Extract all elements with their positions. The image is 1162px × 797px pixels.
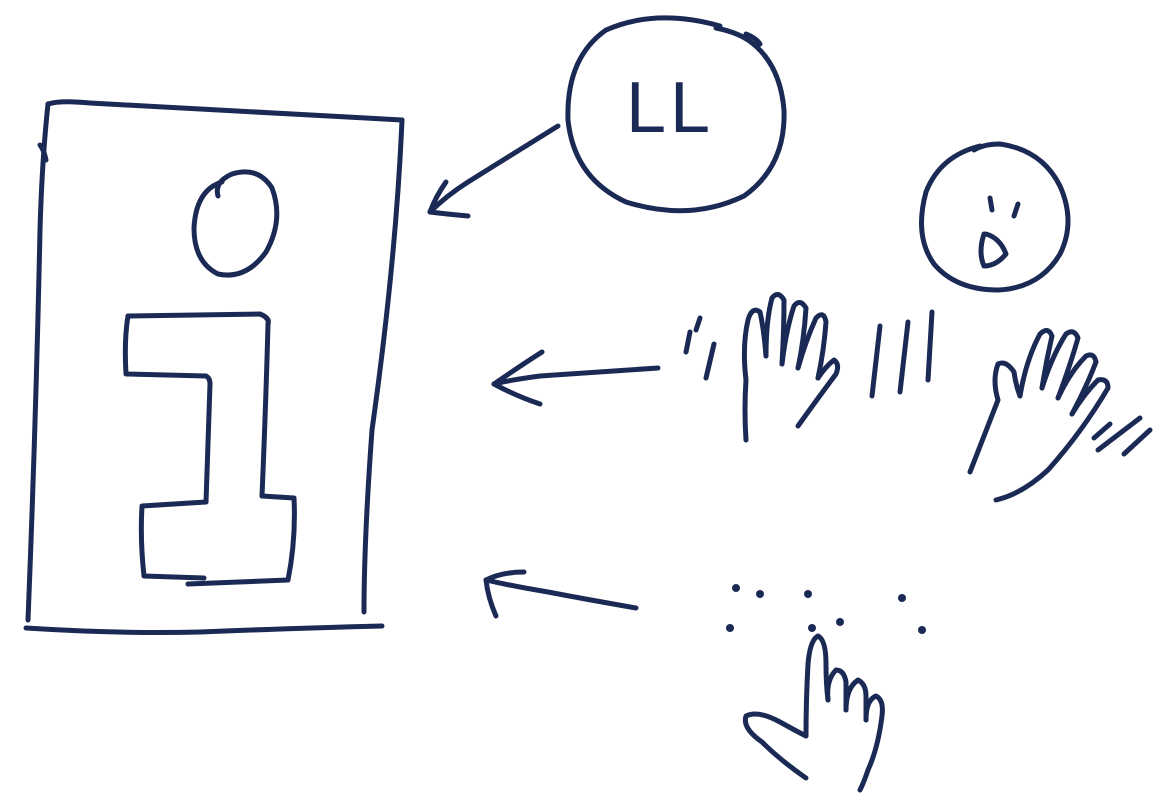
arrow-left-icon xyxy=(486,572,636,616)
arrow-left-icon xyxy=(430,126,558,216)
arrow-left-icon xyxy=(494,352,658,404)
braille-dots-icon xyxy=(726,584,926,634)
speech-bubble-label: LL xyxy=(626,68,714,148)
pointing-hand-icon xyxy=(745,636,882,790)
info-sign-icon xyxy=(26,102,402,633)
waving-hand-icon xyxy=(686,294,932,440)
surprised-face-icon xyxy=(922,144,1069,290)
raised-hand-icon xyxy=(970,330,1150,500)
